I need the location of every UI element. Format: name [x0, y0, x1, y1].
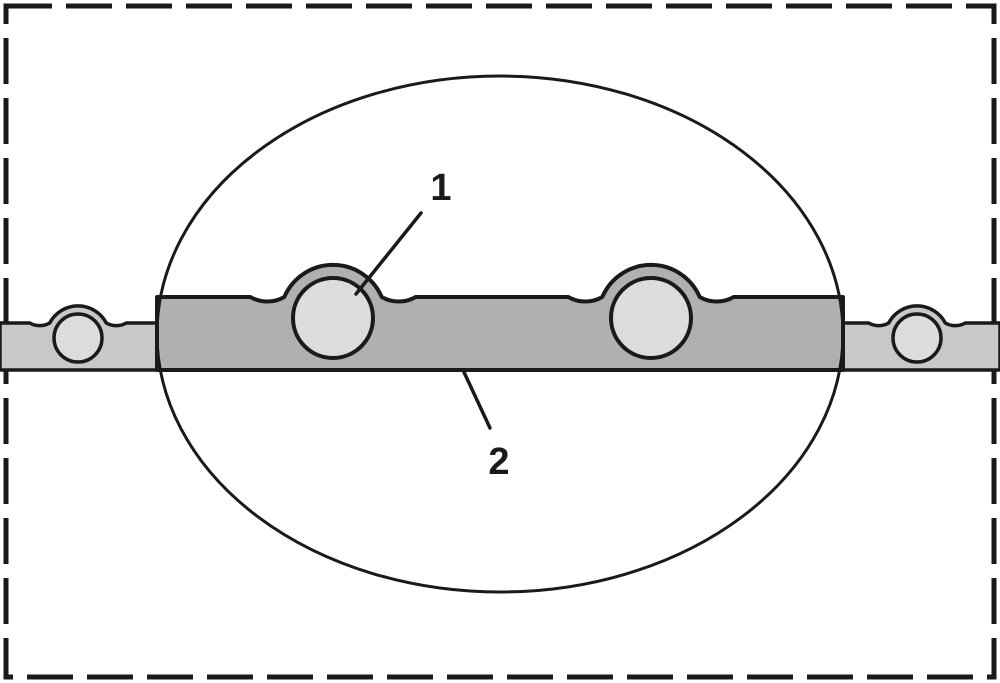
- helix-core-inner-left: [291, 276, 375, 360]
- callout-group: 1 2: [354, 167, 510, 483]
- callout-1-leader-line: [354, 211, 423, 296]
- hose-wall-magnified: [155, 262, 845, 372]
- hose-cross-section: [0, 262, 1000, 372]
- helix-core-outer-right: [891, 312, 943, 364]
- helix-core-outer-left: [52, 312, 104, 364]
- helix-core-inner-right: [609, 276, 693, 360]
- callout-2-label: 2: [488, 441, 509, 483]
- magnifier-ellipse: [155, 74, 845, 594]
- callout-2-leader-line: [461, 368, 492, 430]
- callout-1-label: 1: [430, 167, 451, 209]
